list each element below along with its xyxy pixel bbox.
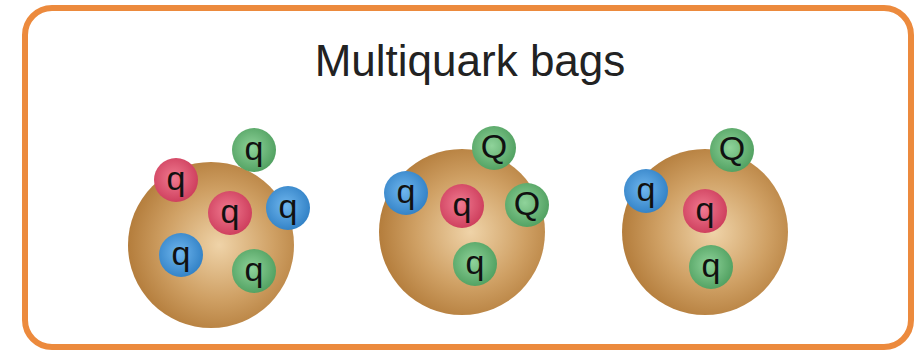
quark-circle: q	[153, 157, 199, 203]
quark-circle-fill	[154, 158, 198, 202]
quark-circle-fill	[710, 128, 754, 172]
quark-circle: Q	[709, 127, 755, 173]
quark-label: q	[172, 236, 191, 270]
quark-circle-fill	[453, 242, 497, 286]
quark-circle: q	[231, 127, 277, 173]
quark-bag	[128, 162, 294, 328]
quark-circle: q	[439, 183, 485, 229]
quark-circle-fill	[266, 186, 310, 230]
quark-circle: q	[265, 185, 311, 231]
quark-label: q	[221, 194, 240, 228]
quark-circle: q	[231, 248, 277, 294]
quark-circle-fill	[232, 128, 276, 172]
quark-circle: Q	[504, 182, 550, 228]
quark-label: q	[397, 174, 416, 208]
quark-circle-fill	[505, 183, 549, 227]
quark-label: q	[696, 192, 715, 226]
quark-label: q	[702, 248, 721, 282]
quark-circle-fill	[232, 249, 276, 293]
quark-circle-fill	[208, 191, 252, 235]
quark-label: Q	[481, 129, 507, 163]
quark-label: Q	[719, 131, 745, 165]
quark-circle: q	[207, 190, 253, 236]
quark-circle: q	[688, 244, 734, 290]
quark-label: q	[637, 172, 656, 206]
quark-label: q	[453, 187, 472, 221]
quark-circle: Q	[471, 125, 517, 171]
frame-box: qqqqqqQqqQqQqqqMultiquark bags	[22, 5, 914, 350]
quark-bag	[622, 149, 788, 315]
quark-circle-fill	[683, 189, 727, 233]
quark-circle: q	[623, 168, 669, 214]
quark-label: q	[279, 189, 298, 223]
quark-circle-fill	[440, 184, 484, 228]
quark-circle-fill	[472, 126, 516, 170]
quark-circle-fill	[159, 233, 203, 277]
quark-circle: q	[383, 170, 429, 216]
title-text: Multiquark bags	[315, 39, 626, 83]
quark-circle: q	[158, 232, 204, 278]
quark-label: q	[466, 245, 485, 279]
quark-label: q	[167, 161, 186, 195]
quark-label: Q	[514, 186, 540, 220]
quark-bag	[379, 149, 545, 315]
quark-circle: q	[452, 241, 498, 287]
quark-circle-fill	[384, 171, 428, 215]
quark-circle: q	[682, 188, 728, 234]
quark-label: q	[245, 131, 264, 165]
quark-circle-fill	[624, 169, 668, 213]
quark-circle-fill	[689, 245, 733, 289]
quark-label: q	[245, 252, 264, 286]
